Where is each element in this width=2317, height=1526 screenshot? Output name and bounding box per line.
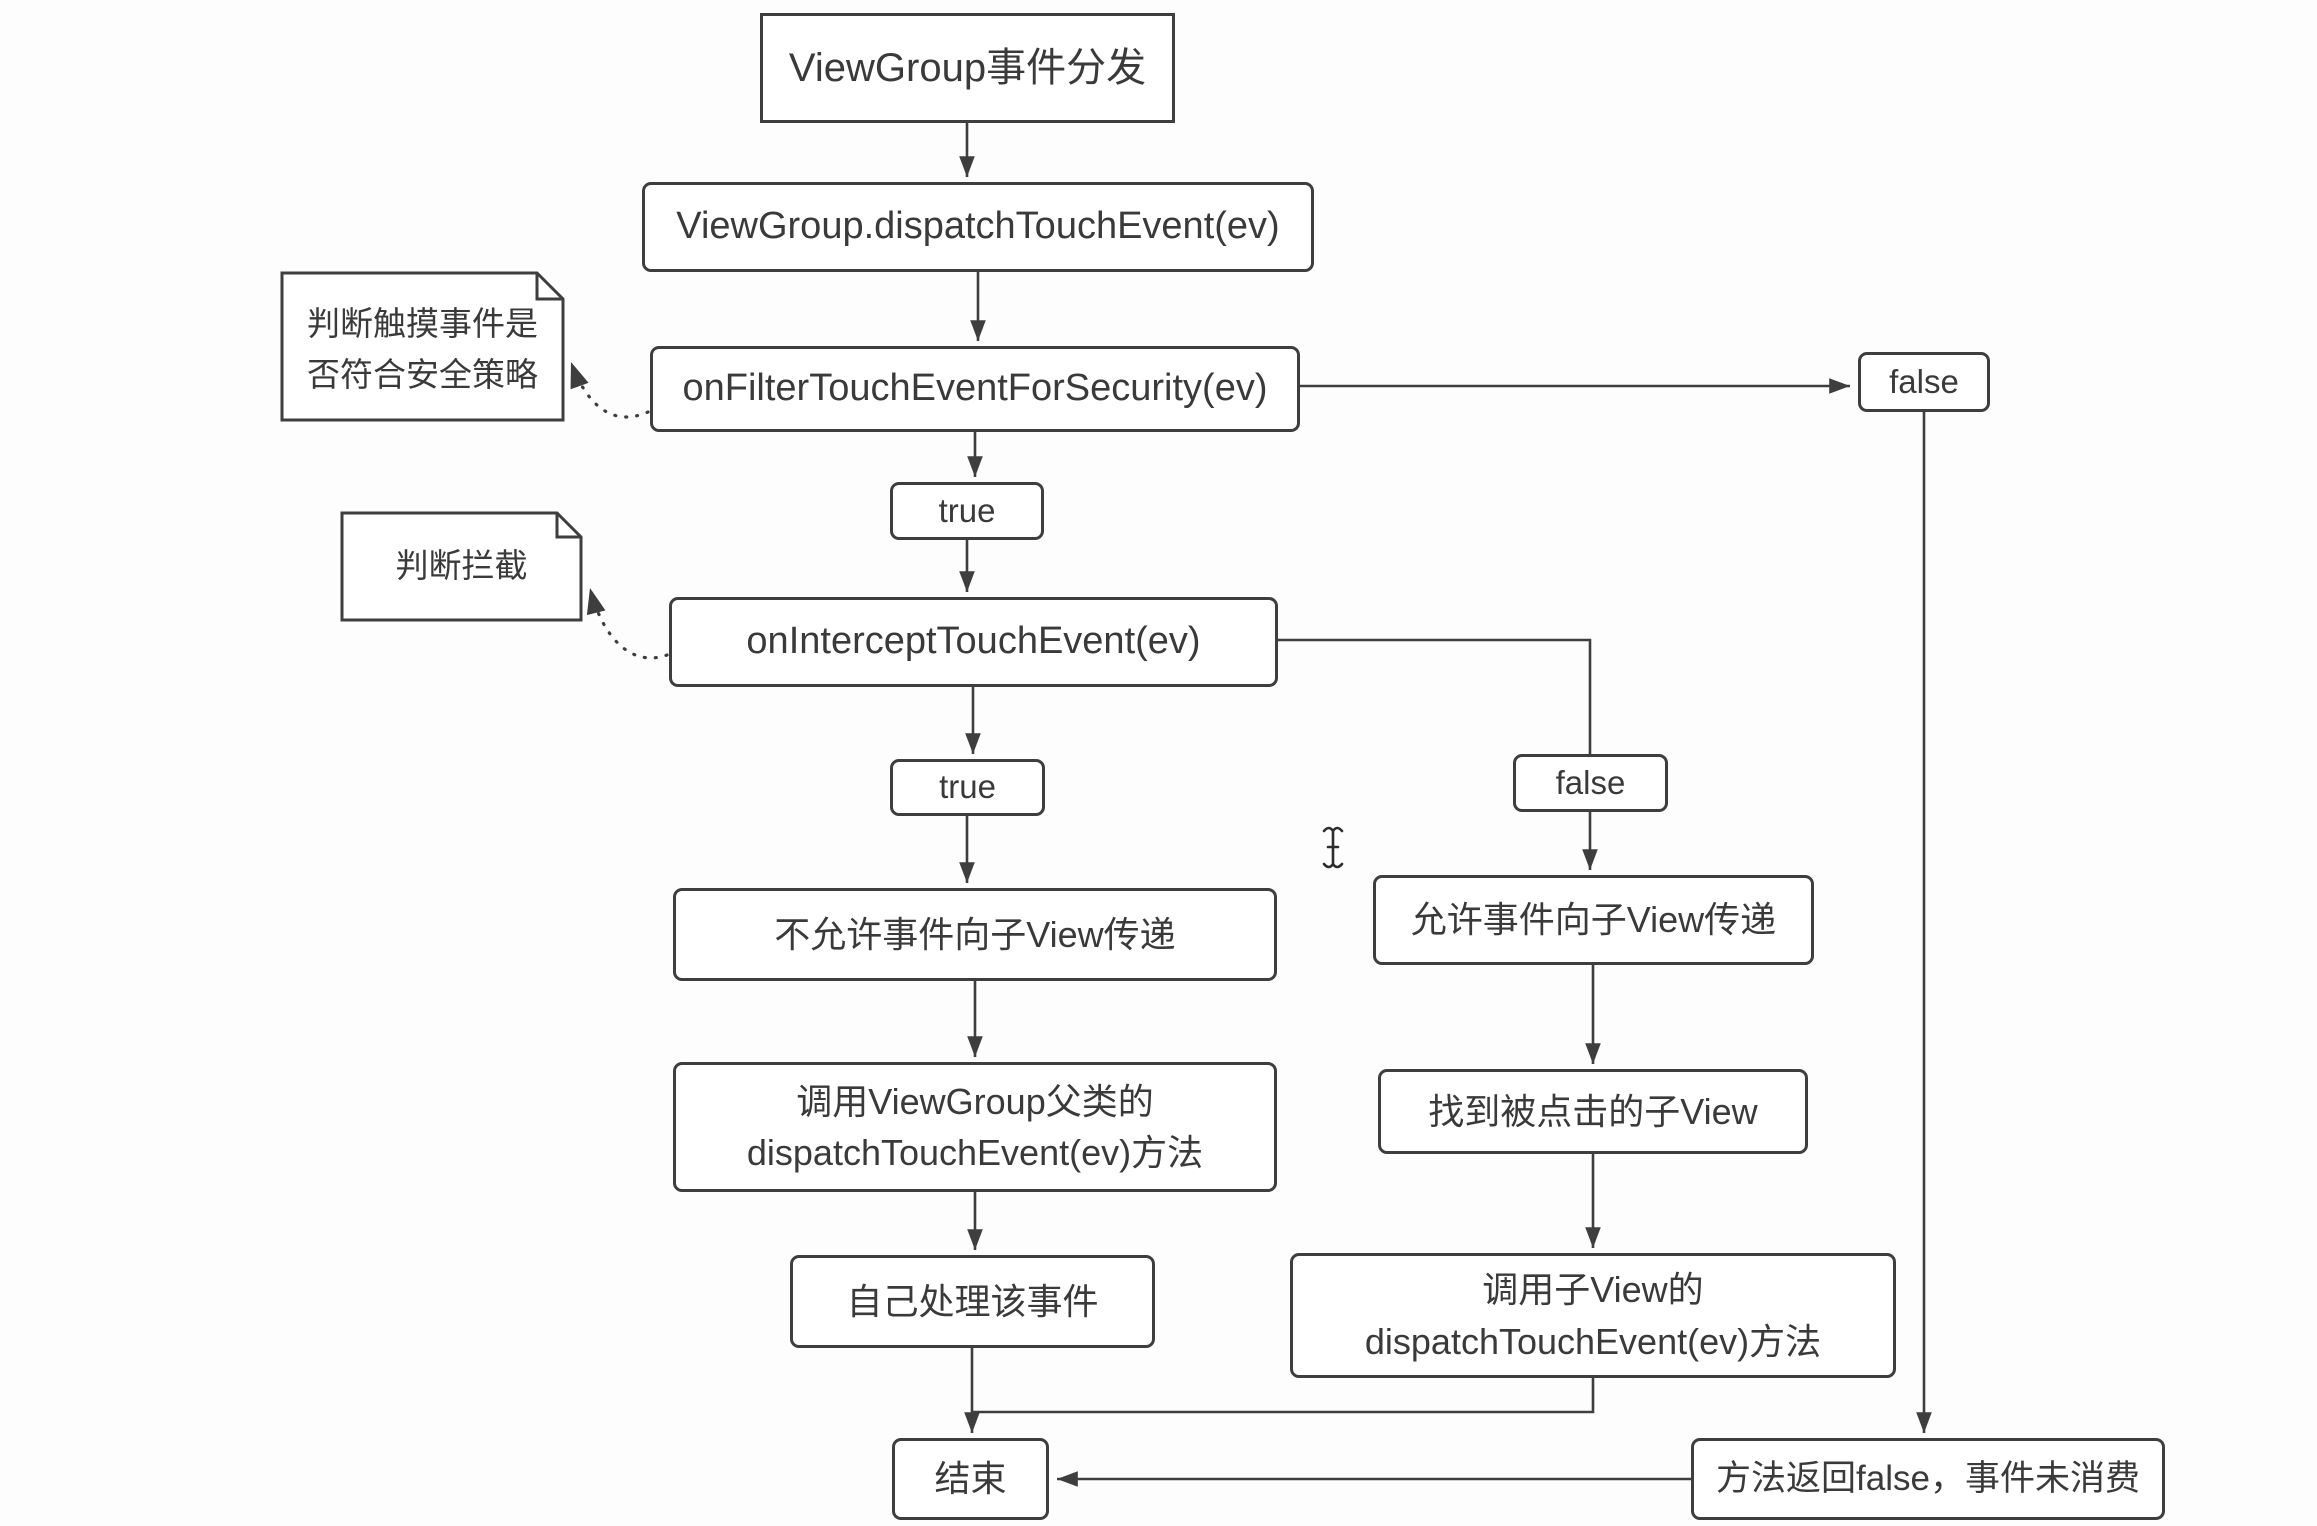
node-find-clicked-child-view: 找到被点击的子View xyxy=(1378,1069,1808,1154)
node-method-returns-false: 方法返回false，事件未消费 xyxy=(1691,1438,2165,1520)
intercept-note-fold xyxy=(555,513,581,539)
node-handle-event-self: 自己处理该事件 xyxy=(790,1255,1155,1348)
edge-callchild-join xyxy=(972,1378,1595,1414)
node-deny-pass-to-child: 不允许事件向子View传递 xyxy=(673,888,1277,981)
edge-intercept-interceptnote xyxy=(586,586,669,660)
node-start: ViewGroup事件分发 xyxy=(760,13,1175,123)
node-filter-touch-event-for-security: onFilterTouchEventForSecurity(ev) xyxy=(650,346,1300,432)
node-intercept-false: false xyxy=(1513,754,1668,812)
node-dispatch-touch-event: ViewGroup.dispatchTouchEvent(ev) xyxy=(642,182,1314,272)
node-intercept-touch-event: onInterceptTouchEvent(ev) xyxy=(669,597,1278,687)
node-call-viewgroup-super-dispatch: 调用ViewGroup父类的 dispatchTouchEvent(ev)方法 xyxy=(673,1062,1277,1192)
edge-intercept-false xyxy=(1278,638,1592,754)
node-end: 结束 xyxy=(892,1438,1049,1520)
security-note-text: 判断触摸事件是 否符合安全策略 xyxy=(307,305,538,393)
node-allow-pass-to-child: 允许事件向子View传递 xyxy=(1373,875,1814,965)
node-filter-false: false xyxy=(1858,352,1990,412)
intercept-note-text: 判断拦截 xyxy=(395,547,528,585)
security-note-shape xyxy=(280,271,565,422)
security-note-fold xyxy=(535,273,563,301)
text-cursor-icon xyxy=(1322,826,1344,869)
node-intercept-true: true xyxy=(890,759,1045,816)
intercept-note-shape xyxy=(340,511,583,622)
edge-filter-securitynote xyxy=(569,360,650,419)
node-filter-true: true xyxy=(890,482,1044,540)
node-call-child-dispatch: 调用子View的 dispatchTouchEvent(ev)方法 xyxy=(1290,1253,1896,1378)
